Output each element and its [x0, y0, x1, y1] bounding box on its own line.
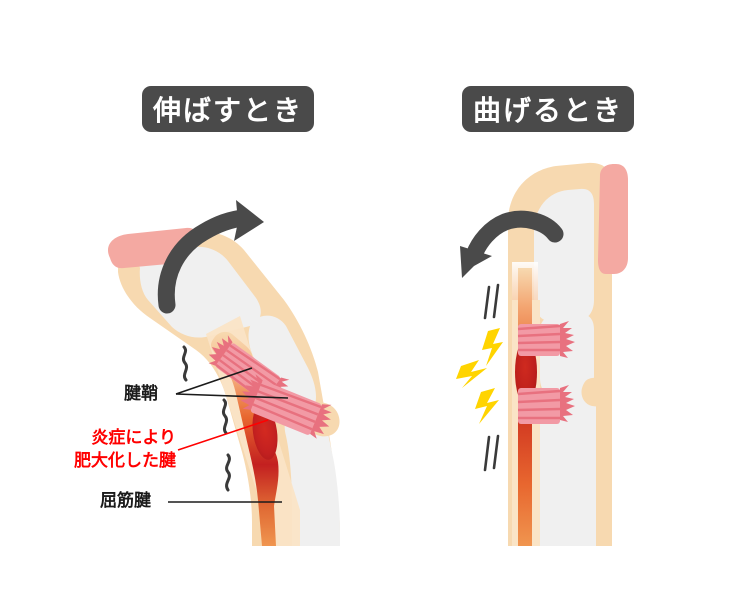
- lightning-bolt: [482, 328, 503, 366]
- motion-line: [492, 283, 500, 319]
- left-friction-marks: [181, 345, 231, 492]
- right-fingernail: [598, 164, 628, 274]
- friction-mark: [225, 453, 231, 492]
- friction-mark: [221, 398, 229, 435]
- label-swollen-line2: 肥大化した腱: [74, 450, 176, 471]
- callout-leader-lines: [168, 367, 289, 503]
- leader-sheath-lower: [175, 393, 289, 399]
- right-proximal-phalanx: [540, 392, 596, 546]
- leader-swollen: [177, 419, 269, 451]
- panel-title-bending: 曲げるとき: [462, 86, 634, 132]
- right-motion-lines: [483, 283, 500, 472]
- right-motion-arrow: [460, 210, 564, 278]
- label-swollen-line1: 炎症により: [91, 428, 176, 448]
- friction-mark: [181, 345, 189, 382]
- motion-line: [483, 285, 491, 320]
- leader-sheath-upper: [175, 367, 253, 395]
- right-distal-phalanx: [534, 188, 594, 322]
- left-flexor-tendon: [211, 331, 279, 546]
- left-motion-arrow: [157, 200, 264, 314]
- pain-bolts: [456, 328, 503, 424]
- left-pulley-lower: [240, 374, 332, 439]
- right-finger-illustration: [456, 162, 628, 546]
- right-pulley-upper: [517, 321, 575, 358]
- label-flexor-tendon: 屈筋腱: [100, 491, 151, 511]
- motion-line: [492, 434, 500, 470]
- label-tendon-sheath: 腱鞘: [124, 384, 158, 404]
- right-joint-notch: [581, 377, 610, 407]
- right-pulley-lower: [517, 385, 575, 424]
- lightning-bolt: [475, 388, 499, 424]
- panel-title-extending: 伸ばすとき: [142, 86, 314, 132]
- left-middle-phalanx: [248, 315, 316, 417]
- label-swollen-tendon: 炎症により 肥大化した腱: [74, 427, 176, 473]
- lightning-bolt: [456, 360, 487, 388]
- left-finger-illustration: [108, 200, 340, 546]
- motion-line: [483, 435, 491, 472]
